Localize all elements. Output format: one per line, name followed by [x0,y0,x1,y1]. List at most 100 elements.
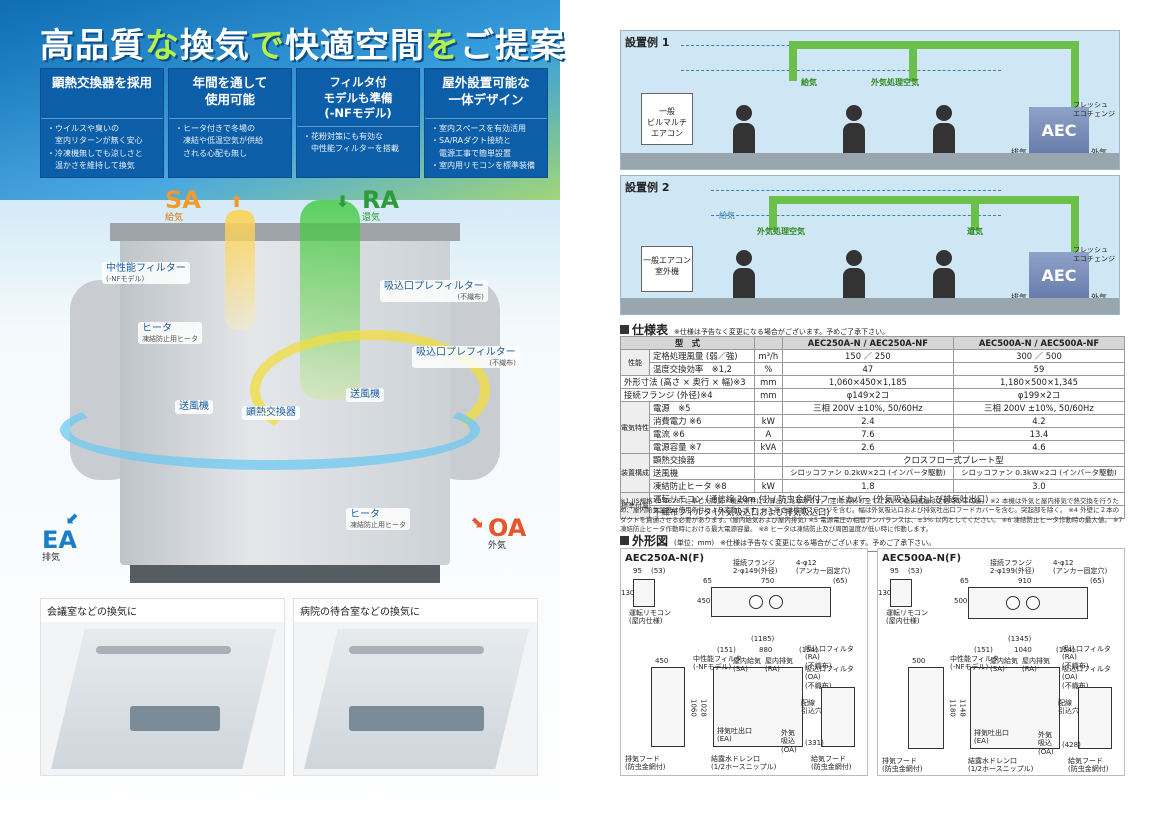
outline-heading: 外形図(単位：mm)※仕様は予告なく変更になる場合がございます。予めご了承下さい… [620,532,1125,552]
oa-label: 外気 吸込 (OA) [1038,731,1054,756]
dim-label: 500 [954,597,968,605]
scene-waiting-room: 病院の待合室などの換気に [293,598,538,776]
return-text: 還気 [967,227,983,236]
supply-text: 給気 [801,78,817,87]
dim-label: (53) [908,567,923,575]
dim-label: (65) [1090,577,1105,585]
up-arrow-icon: ⬆ [230,192,244,211]
dim-label: (151) [974,646,993,654]
flange-circle [749,595,763,609]
sa-label: 屋内給気 (SA) [733,657,761,674]
prefilter-label: 吸込口プレフィルター(不織布) [412,346,520,369]
feature-card: 年間を通して 使用可能 ・ヒータ付きで冬場の 凍結や低温空気が供給 される心配も… [168,68,292,178]
hood-label: 給気フード (防虫金網付) [811,755,852,772]
oa-arrow-icon: ⬊ [470,512,484,531]
front-view-drawing [713,667,803,747]
spec-table: 型 式 AEC250A-N / AEC250A-NF AEC500A-N / A… [620,336,1126,519]
dim-label: (154) [799,646,818,654]
installation-example-1: 設置例 1 一般 ビルマルチ エアコン 給気 外気処理空気 AEC フレッシュ … [620,30,1120,170]
exhaust-text: 排気 [1011,147,1027,158]
dim-label: (428) [1062,741,1081,749]
room-illustration [51,629,276,769]
ra-label: 屋内排気 (RA) [1022,657,1050,674]
table-row: 標準付属運転リモコン (通信線 20m 付) / 防虫金網付フードカバー (外気… [620,492,1125,519]
side-view-drawing [908,667,944,749]
floor [621,298,1119,314]
flange-label: 接続フランジ 2-φ149(外径) [733,559,778,576]
front-view-drawing [970,667,1060,749]
feature-heading: 屋外設置可能な 一体デザイン [425,69,547,119]
sa-airflow [225,210,255,330]
exhaust-text: 排気 [1011,292,1027,303]
aec-unit: AEC [1029,252,1089,302]
anchor-label: 4-φ12 (アンカー固定穴) [796,559,851,576]
fresh-eco-label: フレッシュ エコチェンジ [1073,246,1115,264]
fan-label: 送風機 [346,388,384,402]
heat-exchanger-label: 顕熱交換器 [242,406,300,420]
outline-drawing-250: AEC250A-N(F) 運転リモコン (屋内仕様) 95 (53) 130 接… [620,548,868,776]
feature-body: ・室内スペースを有効活用 ・SA/RAダクト接続と 電源工事で簡単設置 ・室内用… [431,124,535,171]
return-duct [971,196,979,230]
prefilter-ra-label: 吸込口フィルタ(RA) (不織布) [1062,645,1111,670]
flange-circle [1026,596,1040,610]
heater-label: ヒータ凍結防止用ヒータ [346,508,410,531]
hood-label: 給気フード (防虫金網付) [1068,757,1109,774]
riser-duct [1071,196,1079,266]
dim-label: 450 [655,657,669,665]
table-row: 送風機シロッコファン 0.2kW×2コ (インバータ駆動)シロッコファン 0.3… [621,466,1126,480]
dim-label: 95 [890,567,899,575]
outside-air-text: 外気処理空気 [757,227,805,236]
fan-label: 送風機 [175,400,213,414]
dim-label: 880 [759,646,773,654]
dim-label: (1185) [751,635,775,643]
wire-label: 配線 引込穴 [1058,699,1079,716]
side-view-drawing [651,667,685,747]
supply-duct [789,41,797,81]
dim-label: 910 [1018,577,1032,585]
ea-label: 排気吐出口 (EA) [717,727,752,744]
unit-top [110,223,460,241]
dim-label: 750 [761,577,775,585]
dim-label: 1040 [1014,646,1032,654]
feature-heading: フィルタ付 モデルも準備 (-NFモデル) [297,69,419,127]
remote-drawing [890,579,912,607]
table-row: 装置構成顕熱交換器クロスフロー式プレート型 [620,453,1126,493]
rear-view-drawing [1078,687,1112,749]
oa-label: 外気 吸込 (OA) [781,729,797,754]
dim-label: (65) [833,577,848,585]
prefilter-ra-label: 吸込口フィルタ(RA) (不織布) [805,645,854,670]
flange-circle [769,595,783,609]
feature-heading: 年間を通して 使用可能 [169,69,291,119]
dim-label: 130 [878,589,892,597]
dim-label: 65 [703,577,712,585]
supply-duct [769,196,777,230]
right-panel: 設置例 1 一般 ビルマルチ エアコン 給気 外気処理空気 AEC フレッシュ … [620,0,1160,820]
feature-body: ・花粉対策にも有効な 中性能フィルターを搭載 [303,131,399,153]
down-arrow-icon: ⬇ [336,192,350,211]
indoor-unit: 一般 ビルマルチ エアコン [641,93,693,145]
filter-label: 中性能フィルタ (-NFモデル) [950,655,999,672]
scene-meeting-room: 会議室などの換気に [40,598,285,776]
dim-label: 1028 [699,699,708,717]
feature-card: フィルタ付 モデルも準備 (-NFモデル) ・花粉対策にも有効な 中性能フィルタ… [296,68,420,178]
aec-unit: AEC [1029,107,1089,157]
supply-airflow [60,390,480,470]
page-title: 高品質な換気で快適空間をご提案 [40,26,565,66]
spec-notes: ※1 JIS規格 (B 8628) に準じた冷房・暖房条件にて算出したものです。… [620,497,1123,534]
remote-drawing [633,579,655,607]
outdoor-text: 外気 [1091,292,1107,303]
outdoor-unit: 一般エアコン 室外機 [641,246,693,292]
prefilter-oa-label: 吸込口フィルタ(OA) (不織布) [1062,665,1111,690]
hood-label: 排気フード (防虫金網付) [625,755,666,772]
top-view-drawing [711,587,831,617]
heater-label: ヒータ凍結防止用ヒータ [138,322,202,345]
dim-label: 130 [621,589,635,597]
